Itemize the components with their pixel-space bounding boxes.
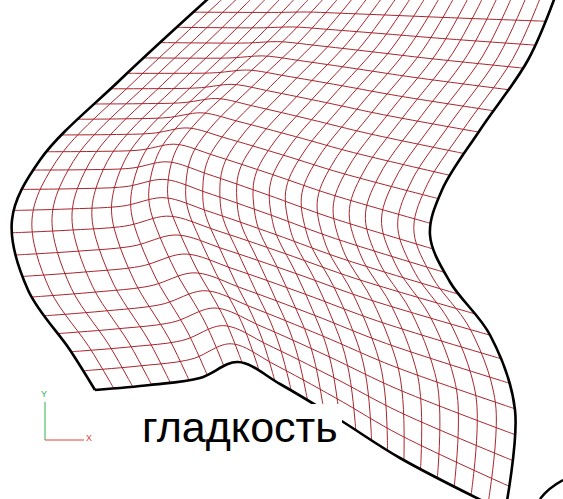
grid-line [398, 0, 527, 495]
grid-line [177, 27, 536, 45]
grid-line [77, 113, 449, 175]
grid-line [94, 98, 464, 153]
grid-line [44, 291, 515, 409]
boundary-curve [430, 0, 555, 499]
axis-indicator [45, 402, 84, 440]
grid-line [32, 273, 510, 383]
grid-line [14, 198, 459, 295]
grid-line [160, 42, 523, 69]
grid-line [269, 0, 411, 420]
grid-line [71, 326, 513, 461]
grid-line [193, 12, 545, 21]
grid-line [317, 0, 454, 451]
axis-label: Y [41, 390, 47, 400]
mesh-grid [12, 0, 555, 499]
grid-line [83, 344, 509, 487]
grid-line [22, 179, 445, 272]
grid-line [46, 144, 430, 223]
grid-line [61, 128, 438, 199]
grid-line [95, 362, 505, 499]
grid-line [220, 0, 368, 390]
grid-line [15, 235, 490, 335]
boundary-curve [95, 362, 505, 499]
caption-label: гладкость [138, 404, 342, 451]
grid-line [285, 0, 425, 430]
grid-line [22, 254, 501, 359]
grid-line [168, 0, 325, 363]
grid-line [127, 70, 493, 111]
axis-label: X [86, 434, 92, 444]
neighbour-surface-edge [540, 480, 563, 499]
grid-line [111, 84, 479, 132]
y-axis [45, 402, 46, 440]
surface-boundary [12, 0, 555, 499]
grid-line [430, 0, 555, 499]
boundary-curve [12, 0, 210, 390]
grid-line [333, 0, 469, 460]
grid-line [12, 216, 476, 314]
x-axis [45, 440, 84, 441]
